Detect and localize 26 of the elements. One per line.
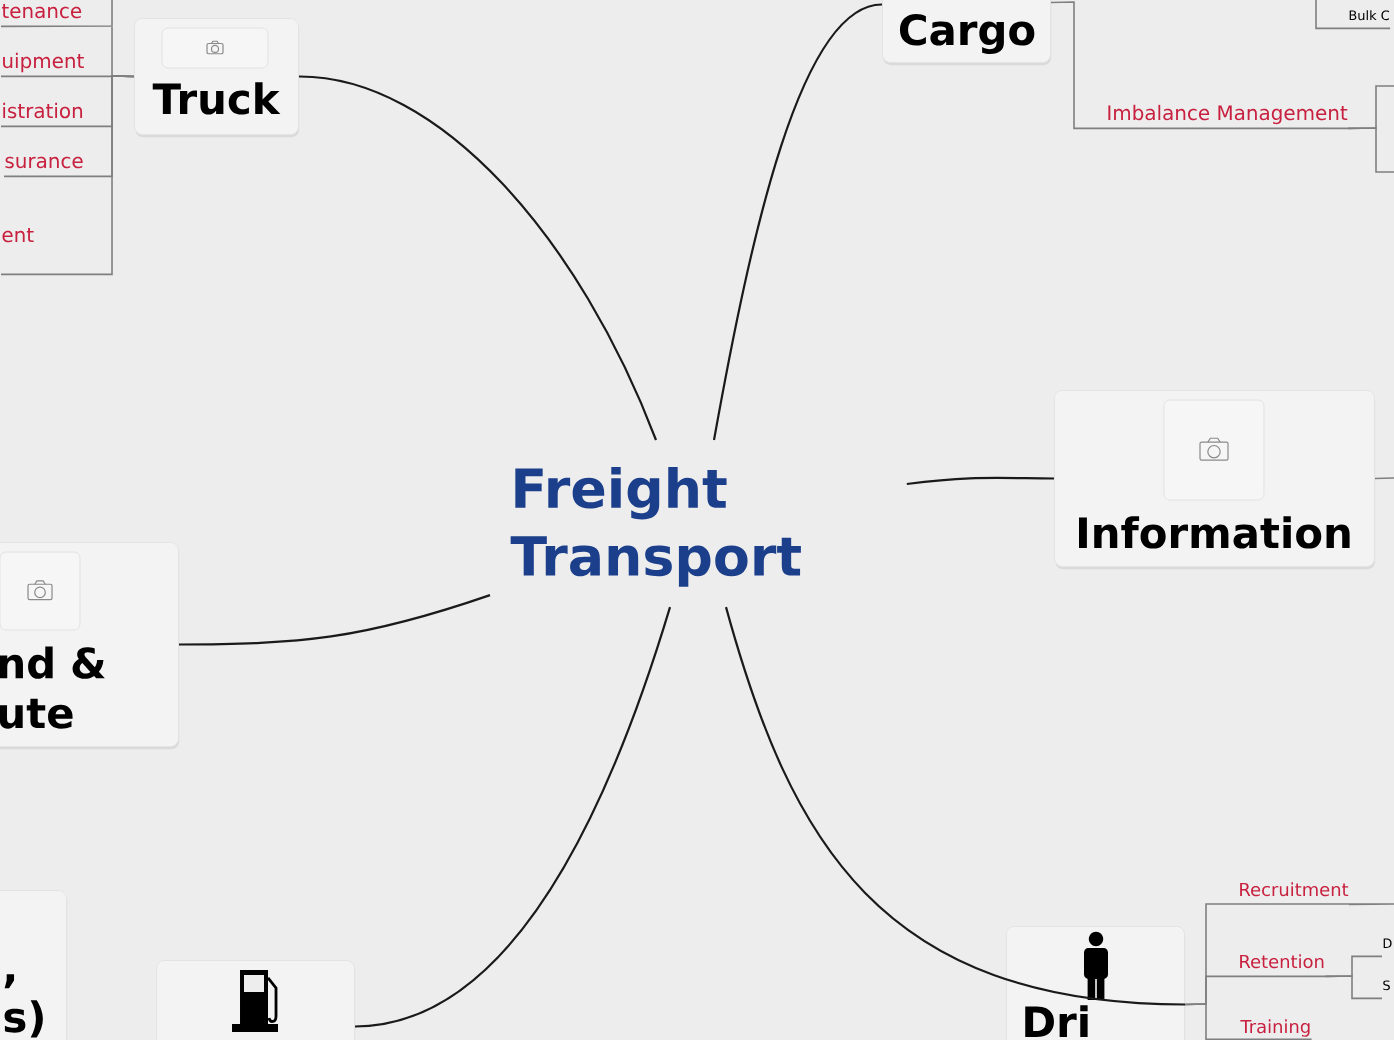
- connector-line: [1347, 127, 1394, 173]
- subtopic-label: uipment: [3, 52, 84, 73]
- connector-line: [179, 594, 491, 646]
- connector-line: [1374, 477, 1394, 480]
- subtopic-label: ent: [2, 228, 34, 243]
- connector-line: [1050, 1, 1349, 130]
- subtopic-label: Imbalance Management: [1108, 104, 1348, 125]
- connector-line: [1184, 1003, 1313, 1040]
- subtopic-label: tenance: [1, 4, 82, 19]
- connector-line: [724, 606, 1186, 1006]
- subtopic-label: Retention: [1240, 954, 1324, 969]
- subtopic-label: Recruitment: [1240, 882, 1349, 897]
- subtopic-label: Training: [1240, 1019, 1310, 1037]
- connector-line: [298, 75, 658, 441]
- connector-line: [0, 75, 135, 276]
- connector-line: [1324, 975, 1383, 1000]
- connector-line: [354, 606, 672, 1028]
- connector-line: [906, 476, 1055, 486]
- subtopic-label: istration: [3, 102, 83, 119]
- topic-box: Dri: [1006, 926, 1186, 1040]
- subtopic-label: surance: [5, 156, 83, 169]
- topic-box: Cargo: [882, 0, 1052, 66]
- connector-line: [1315, 0, 1391, 30]
- connector-line: [712, 3, 883, 441]
- central-topic: Freight Transport: [510, 466, 801, 587]
- topic-box: , s): [0, 890, 68, 1040]
